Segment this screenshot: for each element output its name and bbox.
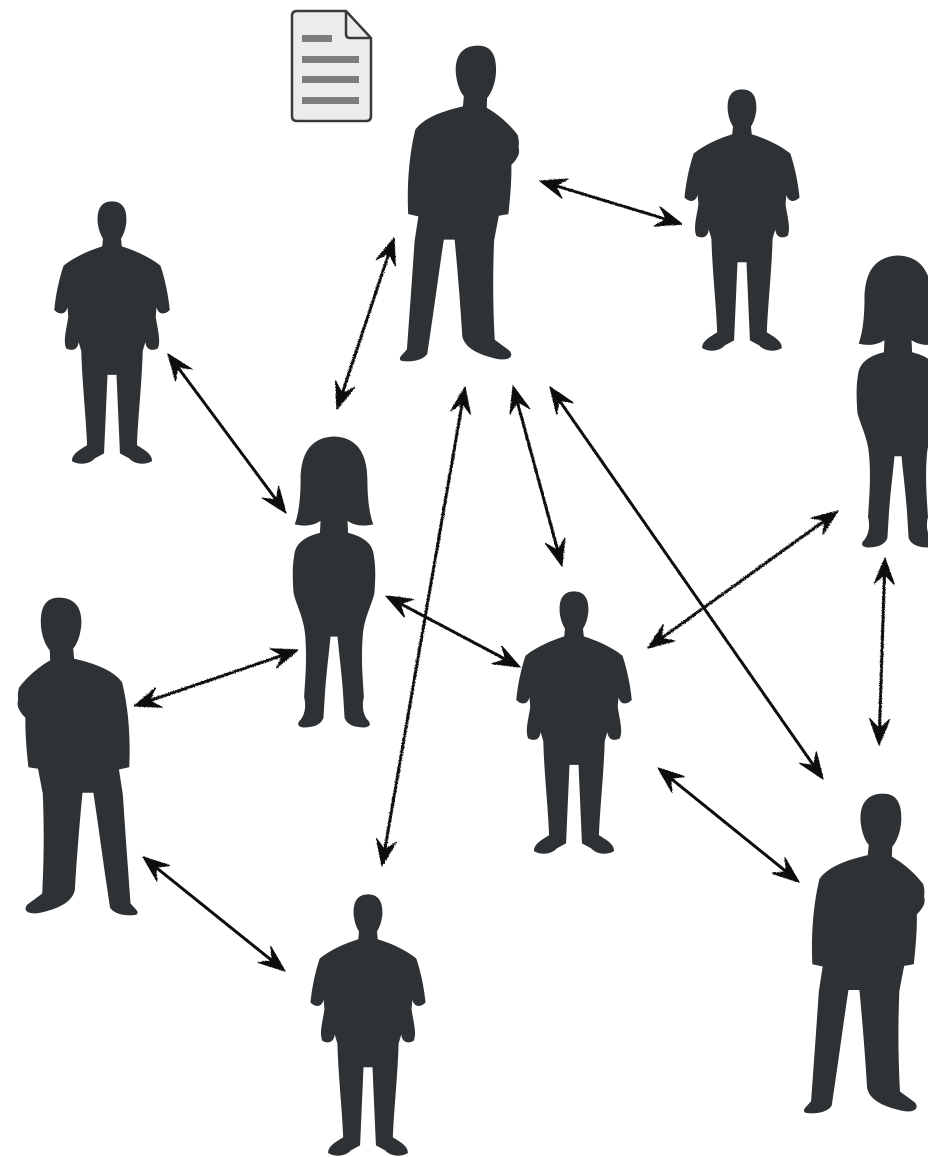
connection-arrow-p1-p5 (549, 386, 824, 780)
arrowhead-end (257, 946, 286, 972)
silhouette-body (310, 894, 426, 1156)
connection-arrow-p1-p2 (539, 178, 683, 227)
person-icon-p6-man-arms-crossed (17, 597, 138, 916)
connection-arrow-p6-p8 (142, 856, 286, 972)
arrow-shaft (557, 398, 816, 768)
arrowhead-start (142, 856, 171, 882)
silhouette-body (292, 436, 376, 728)
person-icon-p1-man-arms-crossed (399, 45, 520, 362)
silhouette-body (516, 591, 632, 854)
arrowhead-end (376, 838, 397, 867)
document-icon (290, 9, 373, 123)
document-text-line (302, 97, 359, 104)
arrow-shaft (147, 653, 285, 703)
arrowhead-end (869, 718, 891, 746)
arrow-shaft (340, 251, 391, 396)
person-icon-p3-man (54, 201, 170, 464)
arrowhead-end (491, 645, 521, 668)
arrowhead-start (549, 386, 574, 415)
silhouette-body (684, 89, 800, 351)
person-icon-p9-man-arms-crossed (803, 793, 925, 1114)
document-text-line (302, 56, 359, 63)
silhouette-body (399, 45, 519, 362)
arrow-shaft (176, 365, 278, 502)
person-icon-p2-man (684, 89, 800, 351)
person-icon-p7-man (516, 591, 632, 854)
arrow-shaft (553, 184, 669, 221)
silhouette-arms (17, 690, 64, 735)
arrow-shaft (878, 572, 886, 731)
connection-arrow-p1-p9 (335, 237, 396, 410)
silhouette-body (54, 201, 170, 464)
silhouette-arms (878, 887, 925, 932)
person-icon-p4-woman (292, 436, 376, 728)
arrowhead-start (375, 237, 396, 267)
people-layer (17, 45, 928, 1156)
connection-arrow-p1-p8 (376, 386, 471, 867)
connection-arrow-p4-p9 (133, 648, 299, 708)
arrowhead-start (873, 557, 895, 585)
document-fold (344, 11, 371, 40)
person-icon-p5-woman (856, 255, 928, 548)
document-page (290, 9, 373, 123)
connection-arrow-p5-p6 (647, 510, 839, 649)
arrowhead-end (335, 380, 356, 410)
arrowhead-end (647, 624, 676, 649)
arrowhead-end (771, 857, 800, 883)
arrowhead-end (799, 751, 824, 780)
arrowhead-end (653, 206, 683, 227)
connection-arrow-p5-p7 (869, 557, 895, 746)
arrow-shaft (515, 399, 560, 553)
arrowhead-start (167, 353, 193, 382)
arrowhead-end (133, 687, 163, 708)
arrowhead-start (385, 595, 415, 618)
arrowhead-start (539, 178, 569, 199)
connection-arrow-p7-p9 (657, 767, 800, 883)
connection-arrow-p1-p7 (509, 385, 566, 567)
arrowhead-start (657, 767, 686, 793)
silhouette-arms (473, 138, 520, 183)
silhouette-body (856, 255, 928, 548)
document-layer (290, 9, 373, 123)
document-text-line (302, 76, 359, 83)
arrowhead-start (810, 510, 839, 535)
arrow-shaft (398, 602, 508, 661)
document-text-line (302, 35, 332, 42)
silhouette-body (17, 597, 138, 916)
connection-arrow-p3-p5 (167, 353, 287, 514)
arrow-shaft (383, 401, 464, 852)
arrows-layer (133, 178, 895, 972)
arrowhead-end (261, 485, 287, 514)
arrow-shaft (668, 776, 789, 874)
arrowhead-start (509, 385, 531, 415)
person-icon-p8-man (310, 894, 426, 1156)
arrowhead-start (269, 648, 299, 669)
connection-arrow-p4-p7 (385, 595, 521, 668)
arrowhead-start (450, 386, 471, 415)
silhouette-body (803, 793, 925, 1114)
arrow-shaft (659, 518, 827, 641)
arrow-shaft (154, 865, 274, 963)
arrowhead-end (544, 537, 566, 567)
